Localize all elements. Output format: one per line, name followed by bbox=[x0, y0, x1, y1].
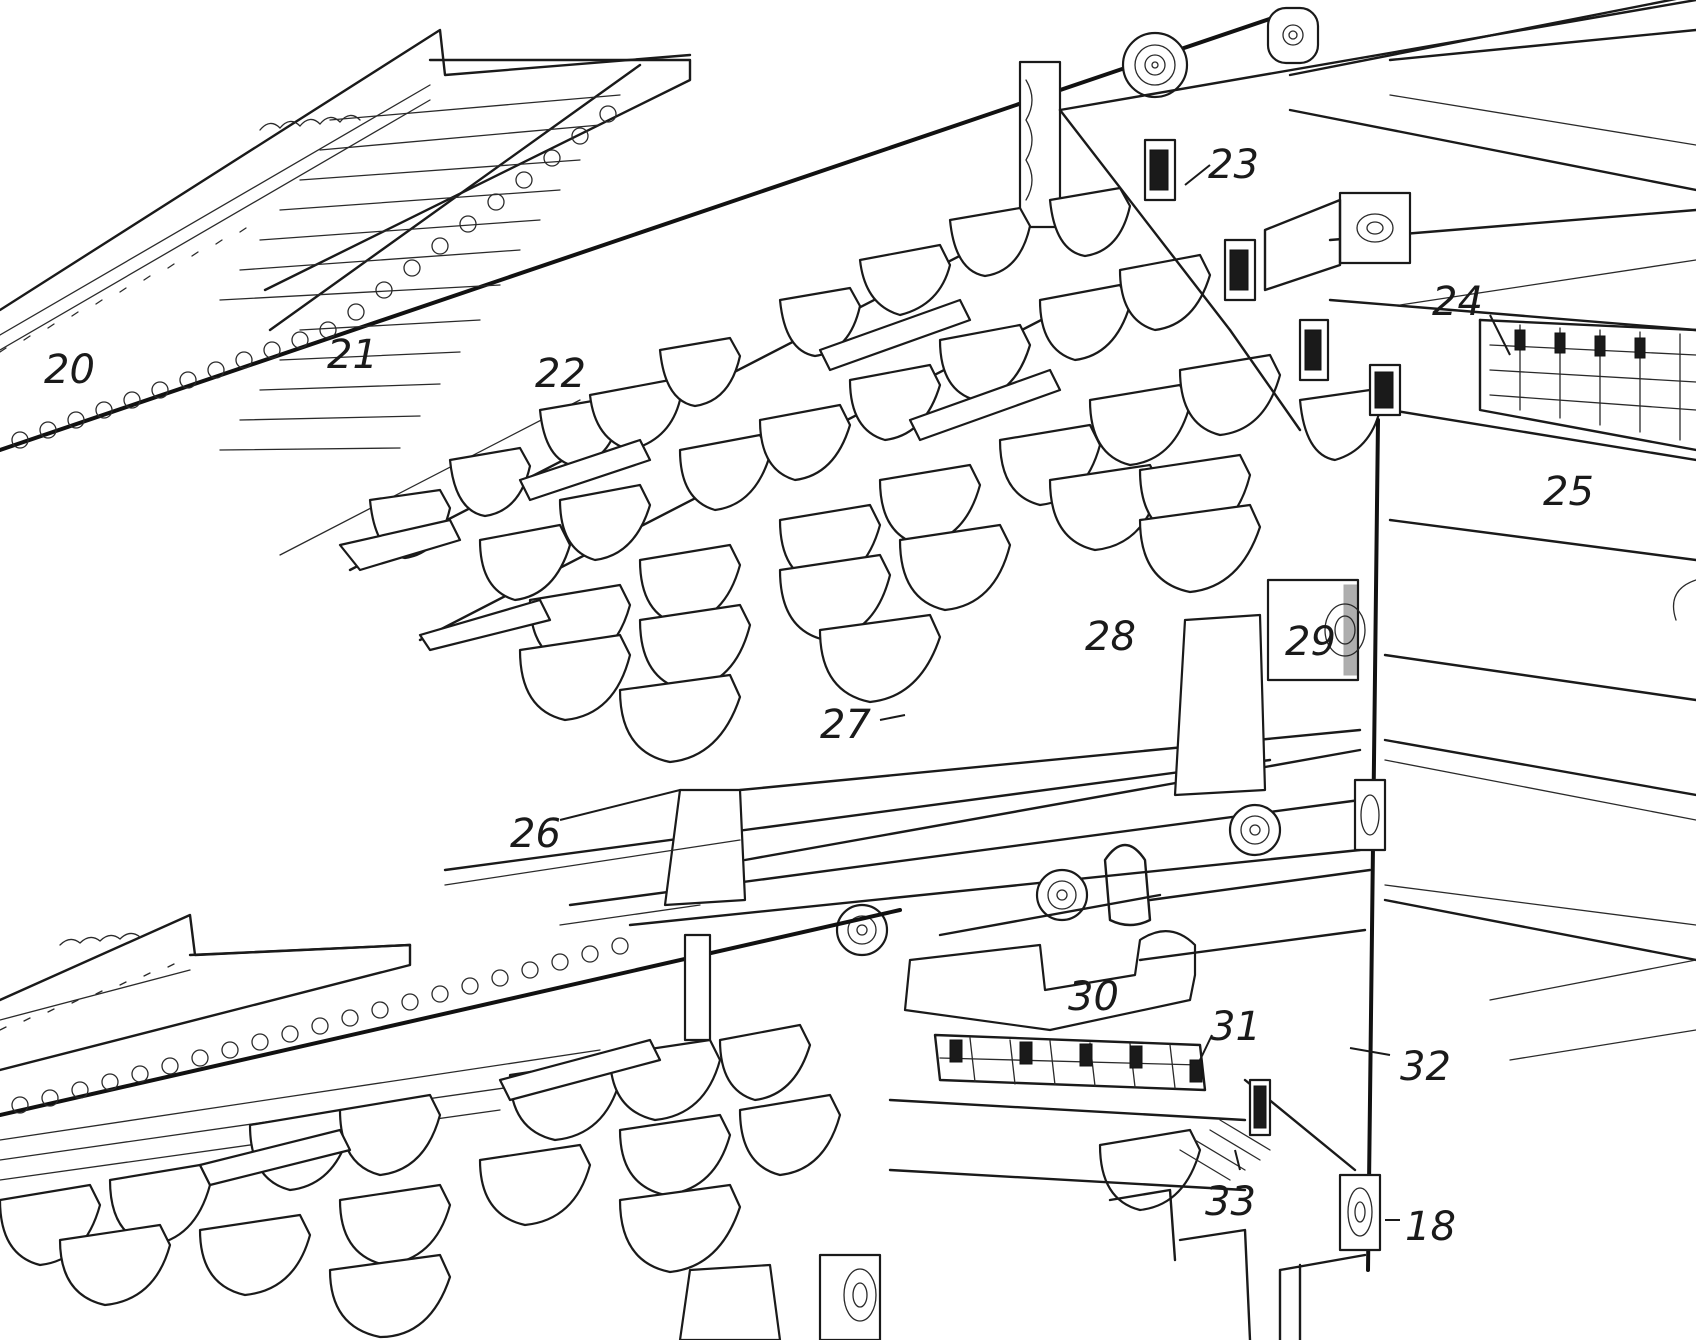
callout-26: 26 bbox=[510, 811, 561, 857]
callout-32: 32 bbox=[1400, 1044, 1451, 1090]
callout-30: 30 bbox=[1068, 974, 1119, 1020]
callout-20: 20 bbox=[44, 347, 95, 393]
roof-tile-ends-upper bbox=[0, 84, 431, 353]
callout-labels: 20 21 22 23 24 25 26 27 28 29 30 31 32 3… bbox=[44, 142, 1594, 1250]
inner-beams-lower bbox=[888, 843, 1382, 1340]
callout-leaders bbox=[559, 164, 1511, 1221]
lower-dougong-cluster bbox=[0, 1023, 1202, 1340]
upper-right-structure bbox=[1058, 0, 1696, 621]
callout-21: 21 bbox=[327, 332, 378, 378]
rafter-ends-lower bbox=[11, 937, 629, 1114]
upper-roof-eaves bbox=[0, 6, 1320, 452]
callout-28: 28 bbox=[1085, 614, 1136, 660]
callout-23: 23 bbox=[1208, 142, 1259, 188]
callout-22: 22 bbox=[535, 351, 586, 397]
callout-24: 24 bbox=[1432, 279, 1483, 325]
upper-dougong-cluster bbox=[279, 108, 1402, 764]
bracket-bowls-upper bbox=[368, 186, 1382, 764]
callout-18: 18 bbox=[1405, 1204, 1456, 1250]
callout-29: 29 bbox=[1285, 619, 1336, 665]
lattice-ceiling-upper bbox=[1478, 318, 1696, 452]
callout-33: 33 bbox=[1205, 1179, 1256, 1225]
mid-beams-and-columns bbox=[443, 418, 1387, 1272]
lattice-ceiling-lower bbox=[933, 1033, 1207, 1092]
right-interior-planes bbox=[1383, 653, 1696, 1061]
callout-27: 27 bbox=[820, 702, 871, 748]
callout-25: 25 bbox=[1543, 469, 1594, 515]
rafter-ends-upper bbox=[11, 105, 617, 449]
callout-31: 31 bbox=[1210, 1004, 1261, 1050]
